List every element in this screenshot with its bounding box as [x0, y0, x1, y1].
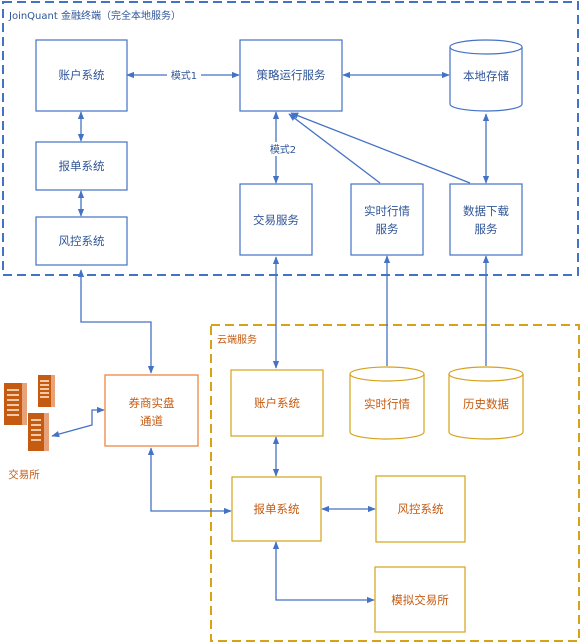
- mode2-label: 模式2: [270, 143, 296, 156]
- local-region-title: JoinQuant 金融终端（完全本地服务）: [8, 9, 181, 22]
- svg-text:服务: 服务: [475, 222, 498, 236]
- arrow-exchange-channel: [51, 406, 105, 438]
- svg-text:账户系统: 账户系统: [59, 68, 105, 82]
- svg-text:实时行情: 实时行情: [364, 397, 410, 411]
- cloud-region-title: 云端服务: [217, 333, 257, 346]
- history-data-database: 历史数据: [448, 366, 524, 440]
- svg-text:实时行情: 实时行情: [364, 204, 410, 218]
- cloud-order-system: 报单系统: [231, 476, 322, 542]
- svg-text:策略运行服务: 策略运行服务: [257, 68, 326, 82]
- svg-text:风控系统: 风控系统: [59, 234, 105, 248]
- svg-text:报单系统: 报单系统: [59, 159, 105, 173]
- local-account-system: 账户系统: [35, 39, 128, 112]
- cloud-account-system: 账户系统: [230, 369, 324, 437]
- local-order-system: 报单系统: [35, 141, 128, 191]
- local-storage-database: 本地存储: [449, 39, 523, 112]
- svg-text:券商实盘: 券商实盘: [129, 396, 175, 410]
- svg-text:历史数据: 历史数据: [463, 397, 509, 411]
- simulated-exchange: 模拟交易所: [374, 566, 466, 633]
- realtime-quote-service: 实时行情 服务: [350, 183, 424, 256]
- local-risk-system: 风控系统: [35, 216, 128, 266]
- svg-text:通道: 通道: [140, 414, 163, 428]
- svg-text:交易服务: 交易服务: [253, 213, 299, 227]
- svg-text:账户系统: 账户系统: [254, 396, 300, 410]
- local-terminal-region: [2, 1, 579, 276]
- svg-text:本地存储: 本地存储: [463, 69, 509, 83]
- server-icon: [4, 375, 55, 451]
- arrow-channel-cloudorder: [147, 447, 232, 515]
- arrow-cloudorder-simexchange: [272, 541, 375, 604]
- svg-text:服务: 服务: [376, 222, 399, 236]
- broker-live-channel: 券商实盘 通道: [104, 374, 199, 447]
- mode1-label: 模式1: [171, 69, 197, 82]
- arrow-risk-channel: [77, 269, 155, 374]
- svg-text:报单系统: 报单系统: [254, 502, 300, 516]
- arrow-download-strategy: [290, 112, 471, 184]
- svg-text:数据下载: 数据下载: [463, 204, 509, 218]
- svg-text:风控系统: 风控系统: [398, 502, 444, 516]
- strategy-run-service: 策略运行服务: [239, 39, 343, 112]
- connectors: [51, 71, 490, 604]
- svg-text:模拟交易所: 模拟交易所: [391, 593, 449, 607]
- exchange-label: 交易所: [8, 468, 40, 481]
- arrow-realtime-strategy: [288, 113, 381, 184]
- cloud-risk-system: 风控系统: [375, 475, 466, 543]
- trade-service: 交易服务: [239, 183, 313, 256]
- data-download-service: 数据下载 服务: [449, 183, 523, 256]
- cloud-realtime-database: 实时行情: [349, 366, 425, 440]
